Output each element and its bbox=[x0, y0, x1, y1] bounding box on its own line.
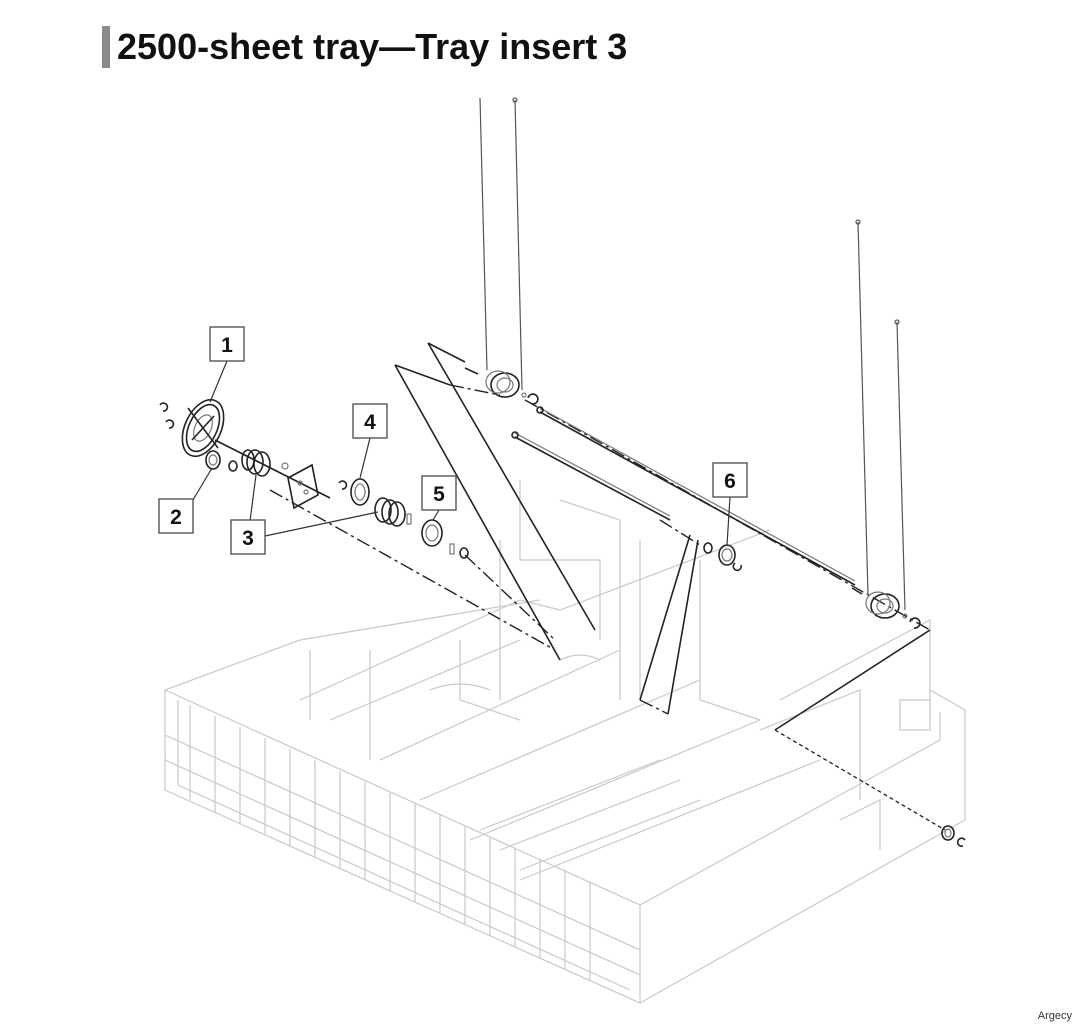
upper-right-gear bbox=[851, 587, 921, 629]
callout-leaders bbox=[192, 360, 731, 546]
callout-4: 4 bbox=[352, 403, 388, 439]
vertical-screws bbox=[479, 97, 906, 611]
callout-3: 3 bbox=[230, 519, 266, 555]
svg-text:2: 2 bbox=[170, 506, 182, 529]
tray-body-outline bbox=[164, 480, 966, 1004]
callout-5: 5 bbox=[421, 475, 457, 511]
page-title: 2500-sheet tray—Tray insert 3 bbox=[117, 26, 628, 67]
spring-part-3-right bbox=[374, 497, 406, 527]
callout-2: 2 bbox=[158, 498, 194, 534]
gear-shaft bbox=[214, 439, 331, 499]
main-gear-part-1 bbox=[159, 398, 225, 458]
upper-left-gear bbox=[464, 367, 539, 405]
clutch-part-4 bbox=[338, 478, 370, 506]
gear-part-6 bbox=[703, 542, 743, 572]
callout-6: 6 bbox=[712, 462, 748, 498]
callout-1: 1 bbox=[209, 326, 245, 362]
small-gear-part-2 bbox=[205, 450, 238, 472]
spring-part-3-left bbox=[241, 449, 271, 477]
upper-shafts bbox=[511, 406, 856, 586]
bottom-right-pulley bbox=[941, 825, 966, 848]
svg-text:1: 1 bbox=[221, 334, 233, 357]
svg-text:4: 4 bbox=[364, 411, 376, 434]
title-accent-bar bbox=[102, 26, 110, 68]
bracket-plate bbox=[281, 462, 319, 510]
svg-text:3: 3 bbox=[242, 527, 254, 550]
svg-text:6: 6 bbox=[724, 470, 736, 493]
svg-text:5: 5 bbox=[433, 483, 445, 506]
watermark: Argecy bbox=[1037, 1010, 1072, 1022]
gear-part-5 bbox=[406, 513, 469, 559]
assembly-guide-lines bbox=[269, 342, 946, 831]
